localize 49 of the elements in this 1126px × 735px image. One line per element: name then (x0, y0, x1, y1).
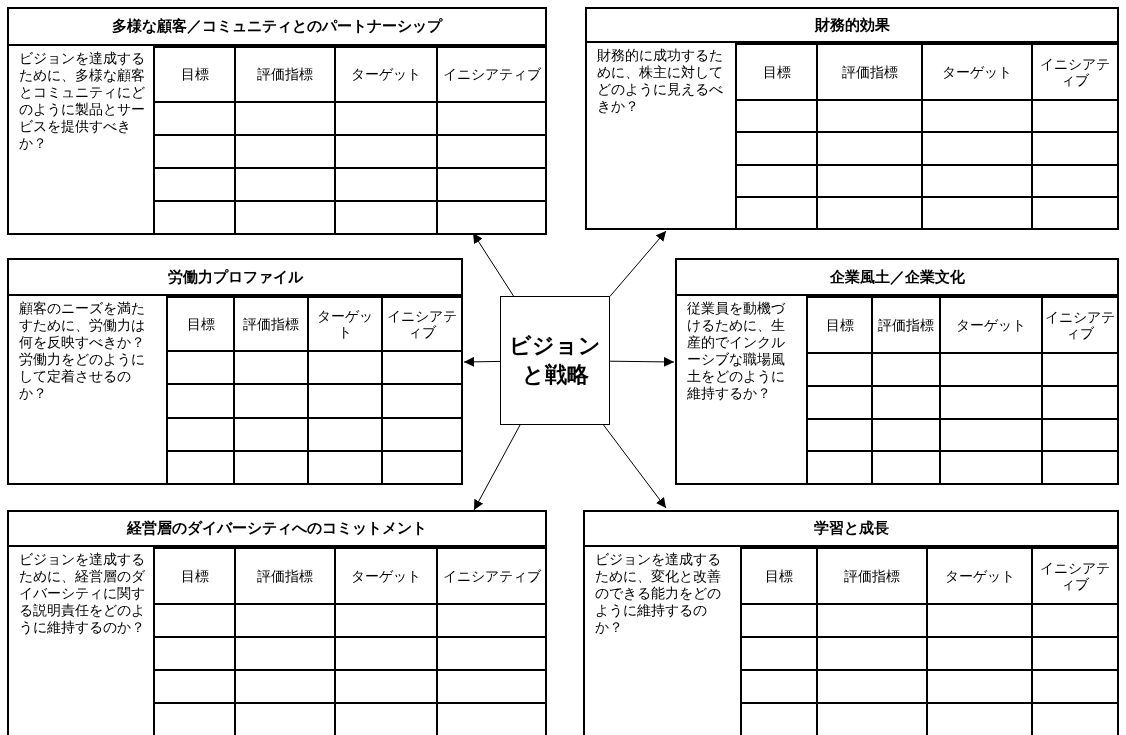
arrow (609, 230, 667, 297)
question-text: 顧客のニーズを満たすために、労働力は何を反映すべきか？労働力をどのようにして定着させるのか？ (9, 296, 168, 483)
column-header: ターゲット (940, 297, 1042, 353)
column-header: 評価指標 (872, 297, 940, 353)
column-header: ターゲット (927, 548, 1032, 604)
question-text: ビジョンを達成するために、変化と改善のできる能力をどのように維持するのか？ (585, 547, 742, 735)
column-header: 目標 (808, 297, 872, 353)
column-header: イニシアティブ (1032, 548, 1117, 604)
column-header: 目標 (155, 47, 235, 102)
column-header: ターゲット (308, 297, 382, 351)
column-header: 評価指標 (235, 548, 335, 604)
column-header: 目標 (742, 548, 817, 604)
center-label: ビジョンと戦略 (509, 331, 601, 389)
question-text: 財務的に成功するために、株主に対してどのように見えるべきか？ (587, 43, 737, 228)
panel-title: 労働力プロファイル (9, 260, 461, 296)
column-header: イニシアティブ (437, 548, 545, 604)
scorecard-panel (7, 7, 547, 235)
scorecard-panel (585, 7, 1119, 230)
arrow (609, 356, 675, 367)
column-header: ターゲット (335, 548, 437, 604)
column-header: イニシアティブ (382, 297, 461, 351)
question-text: 従業員を動機づけるために、生産的でインクルーシブな職場風土をどのように維持するか？ (677, 296, 808, 483)
column-header: イニシアティブ (1032, 44, 1117, 100)
panel-title: 経営層のダイバーシティへのコミットメント (9, 512, 545, 547)
scorecard-panel (583, 510, 1119, 735)
panel-title: 学習と成長 (585, 512, 1117, 547)
column-header: 目標 (155, 548, 235, 604)
column-header: 評価指標 (817, 548, 927, 604)
question-text: ビジョンを達成するために、経営層のダイバーシティに関する説明責任をどのように維持するのか？ (9, 547, 155, 735)
scorecard-panel (7, 510, 547, 735)
column-header: イニシアティブ (1042, 297, 1117, 353)
panel-title: 財務的効果 (587, 9, 1117, 43)
column-header: 評価指標 (817, 44, 922, 100)
arrow (473, 424, 521, 511)
column-header: 目標 (168, 297, 234, 351)
arrow (463, 356, 501, 367)
vision-box (500, 296, 610, 425)
scorecard-panel (7, 258, 463, 485)
panel-title: 企業風土／企業文化 (677, 260, 1117, 296)
column-header: ターゲット (922, 44, 1032, 100)
column-header: ターゲット (335, 47, 437, 102)
column-header: 評価指標 (235, 47, 335, 102)
panel-title: 多様な顧客／コミュニティとのパートナーシップ (9, 9, 545, 46)
column-header: 目標 (737, 44, 817, 100)
column-header: 評価指標 (234, 297, 308, 351)
arrow (603, 424, 667, 509)
column-header: イニシアティブ (437, 47, 545, 102)
scorecard-panel (675, 258, 1119, 485)
question-text: ビジョンを達成するために、多様な顧客とコミュニティにどのように製品とサービスを提供すべきか？ (9, 46, 155, 233)
